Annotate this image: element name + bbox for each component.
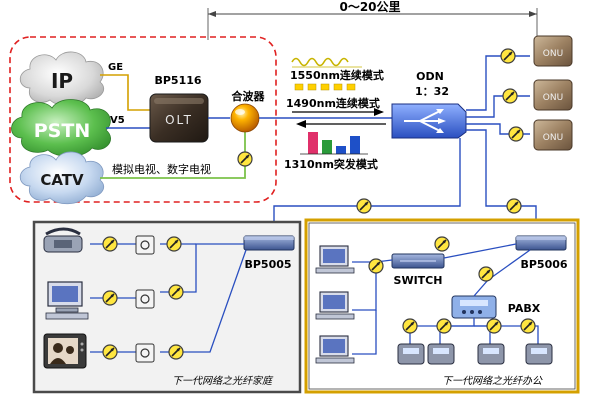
home-outlet-1 (135, 235, 155, 255)
olt-model: BP5116 (154, 74, 201, 87)
office-pc-2 (315, 291, 355, 320)
combiner-label: 合波器 (232, 89, 266, 103)
office-pc-3 (315, 335, 355, 364)
home-outlet-3 (135, 343, 155, 363)
pstn-cloud: PSTN (11, 99, 111, 157)
odn-title: ODN (416, 70, 444, 83)
home-outlet1-connector-icon (166, 236, 182, 252)
ip-cloud: IP (19, 51, 105, 107)
onu-2: ONU (533, 79, 573, 111)
catv-label: CATV (40, 171, 84, 189)
home-phone (43, 227, 83, 253)
bp5005-label: BP5005 (244, 258, 291, 271)
office-caption: 下一代网络之光纤办公 (442, 375, 543, 387)
home-feeder-connector-icon (356, 198, 372, 214)
catv-cloud: CATV (19, 151, 105, 205)
office-phone-3 (477, 343, 505, 365)
home-outlet-2 (135, 289, 155, 309)
wavelength-1550-label: 1550nm连续模式 (290, 68, 384, 82)
central-office-boundary (9, 36, 277, 203)
switch-device: SWITCH (391, 253, 445, 287)
pabx-label: PABX (508, 302, 541, 315)
office-pc-connector-icon (368, 258, 384, 274)
office-pc-1 (315, 245, 355, 274)
onu-3-label: ONU (543, 133, 563, 143)
bp5005-device: BP5005 (243, 235, 295, 271)
odn-splitter: ODN 1：32 (391, 70, 467, 139)
switch-uplink-connector-icon (434, 236, 450, 252)
pabx-device: PABX (451, 295, 541, 319)
catv-connector-icon (237, 151, 253, 167)
home-caption: 下一代网络之光纤家庭 (172, 375, 274, 387)
office-phone-2 (427, 343, 455, 365)
wavelength-1490: 1490nm连续模式 (286, 83, 380, 110)
pabx-uplink-connector-icon (478, 266, 494, 282)
phone3-connector-icon (486, 318, 502, 334)
onu-1-label: ONU (543, 49, 563, 59)
bp5006-device: BP5006 (515, 235, 568, 271)
onu1-connector-icon (500, 48, 516, 64)
home-outlet3-connector-icon (168, 344, 184, 360)
ip-label: IP (51, 69, 73, 93)
onu2-connector-icon (502, 88, 518, 104)
office-phone-1 (397, 343, 425, 365)
home-computer (45, 281, 89, 320)
phone4-connector-icon (520, 318, 536, 334)
odn-to-onu-fibers (466, 48, 530, 142)
onu-1: ONU (533, 35, 573, 67)
switch-label: SWITCH (394, 274, 443, 287)
analog-tv-label: 模拟电视、数字电视 (112, 162, 211, 176)
bp5006-label: BP5006 (520, 258, 567, 271)
distance-indicator: 0～20公里 (207, 0, 538, 40)
home-tv-connector-icon (102, 344, 118, 360)
office-phone-4 (525, 343, 553, 365)
ge-label: GE (108, 62, 123, 73)
ge-link: GE (100, 62, 150, 111)
upstream-arrow (296, 120, 386, 128)
home-television (43, 333, 87, 369)
catv-link: 模拟电视、数字电视 (100, 132, 253, 179)
odn-ratio: 1：32 (415, 85, 449, 98)
v5-label: V5 (110, 115, 125, 126)
home-pc-connector-icon (102, 290, 118, 306)
onu-3: ONU (533, 119, 573, 151)
pstn-label: PSTN (34, 120, 90, 142)
wavelength-1490-label: 1490nm连续模式 (286, 96, 380, 110)
wavelength-1310: 1310nm突发模式 (284, 132, 378, 171)
downstream-arrow (292, 108, 384, 116)
olt-face-label: OLT (165, 113, 193, 127)
olt-device: BP5116 OLT (149, 74, 209, 143)
onu3-connector-icon (508, 126, 524, 142)
onu-2-label: ONU (543, 93, 563, 103)
phone2-connector-icon (436, 318, 452, 334)
office-wiring (352, 236, 539, 355)
combiner: 合波器 (208, 89, 266, 133)
office-feeder-connector-icon (506, 198, 522, 214)
wavelength-1550: 1550nm连续模式 (290, 57, 384, 82)
phone1-connector-icon (402, 318, 418, 334)
v5-link: V5 (106, 115, 150, 129)
home-outlet2-connector-icon (168, 284, 184, 300)
home-phone-connector-icon (102, 236, 118, 252)
wavelength-1310-label: 1310nm突发模式 (284, 157, 378, 171)
distance-label: 0～20公里 (339, 0, 400, 14)
